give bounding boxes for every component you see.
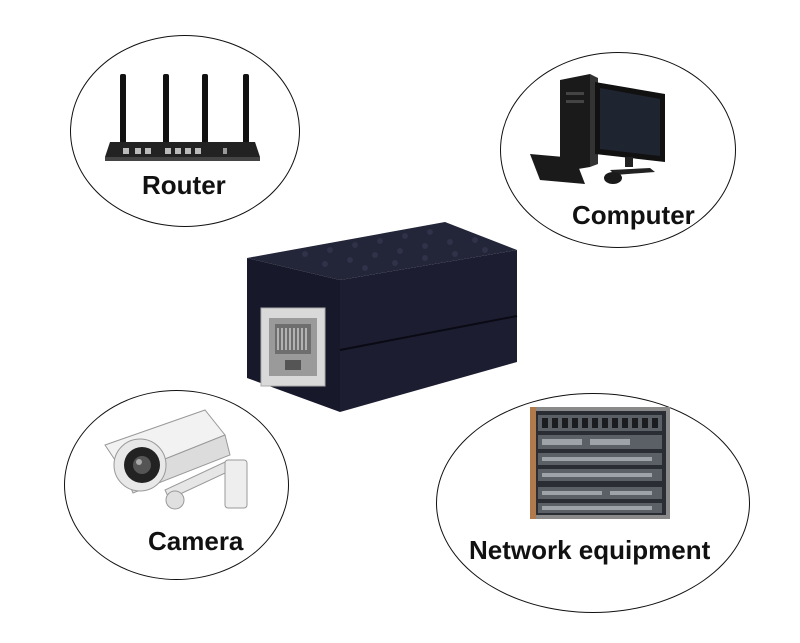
desktop-computer-icon — [530, 74, 665, 184]
security-camera-icon — [104, 409, 248, 510]
camera-label: Camera — [148, 526, 244, 556]
network-equipment-label: Network equipment — [469, 535, 711, 565]
computer-label: Computer — [572, 200, 695, 230]
router-label: Router — [142, 170, 226, 200]
rj45-coupler-icon — [247, 222, 518, 412]
router-icon — [105, 74, 260, 161]
router-bubble — [70, 35, 300, 227]
server-rack-icon — [530, 407, 670, 519]
